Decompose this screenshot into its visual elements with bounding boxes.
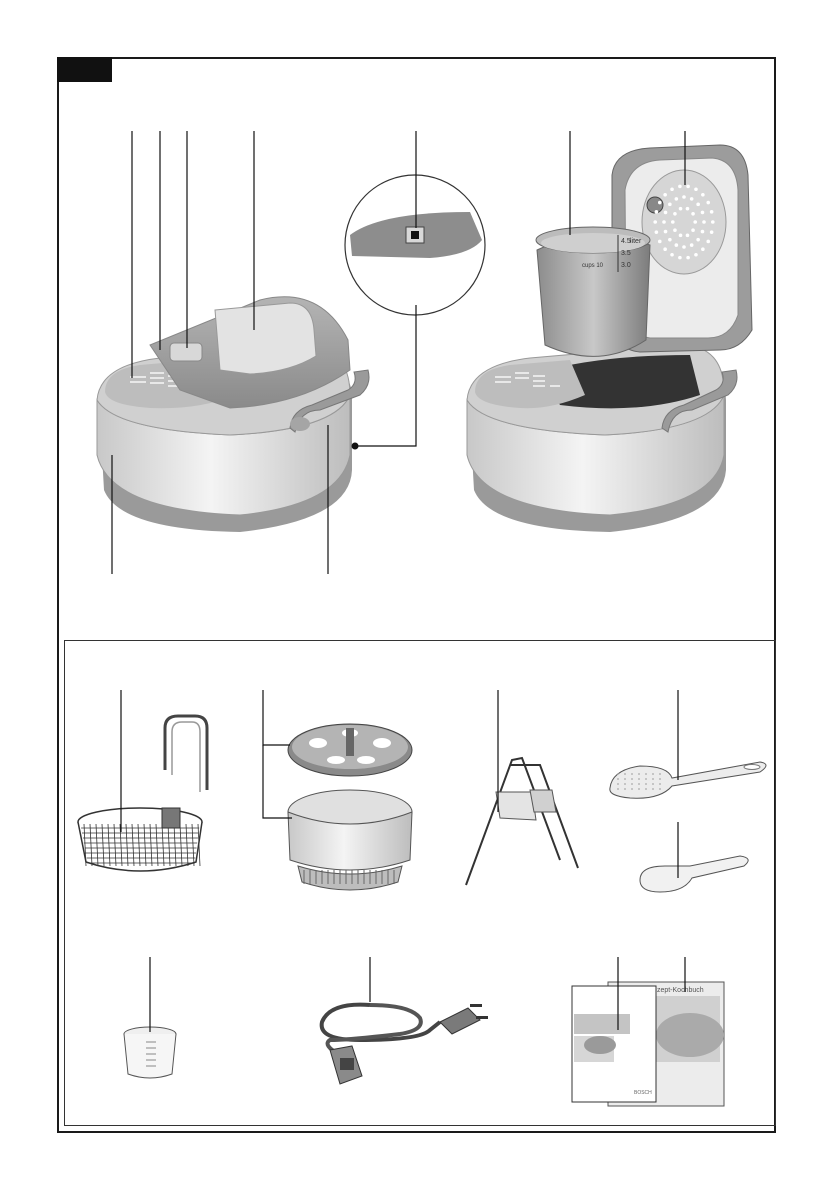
- inner-pot: [537, 236, 650, 356]
- steamer-stem: [346, 728, 354, 756]
- steam-valve: [647, 197, 663, 213]
- lid-release-button: [170, 343, 202, 361]
- measuring-cup: [124, 1027, 176, 1078]
- pot-scale-unit: liter: [630, 238, 642, 245]
- steamer-insert: [288, 724, 412, 890]
- instruction-booklets: Rezept-Kochbuch BOSCH: [572, 982, 724, 1106]
- socket-detail-callout: [345, 175, 485, 446]
- pot-scale-mark-3: 3.0: [621, 262, 631, 269]
- manual-brand: BOSCH: [634, 1090, 652, 1096]
- handle-grip: [290, 417, 310, 431]
- basket-clip: [162, 808, 180, 828]
- pot-scale-mark-2: 3.5: [621, 250, 631, 257]
- power-cord: [322, 1004, 488, 1084]
- control-panel-2: [475, 360, 585, 408]
- lifting-tongs: [466, 758, 578, 885]
- rice-paddle: [610, 762, 766, 798]
- cooker-open: liter 4.5 3.5 3.0 cups 10: [467, 145, 752, 532]
- pot-scale-mark-1: 4.5: [621, 238, 631, 245]
- frying-basket: [78, 716, 207, 871]
- serving-spoon: [640, 856, 748, 892]
- lid-window: [215, 303, 316, 374]
- pot-scale-cups: cups 10: [582, 263, 604, 269]
